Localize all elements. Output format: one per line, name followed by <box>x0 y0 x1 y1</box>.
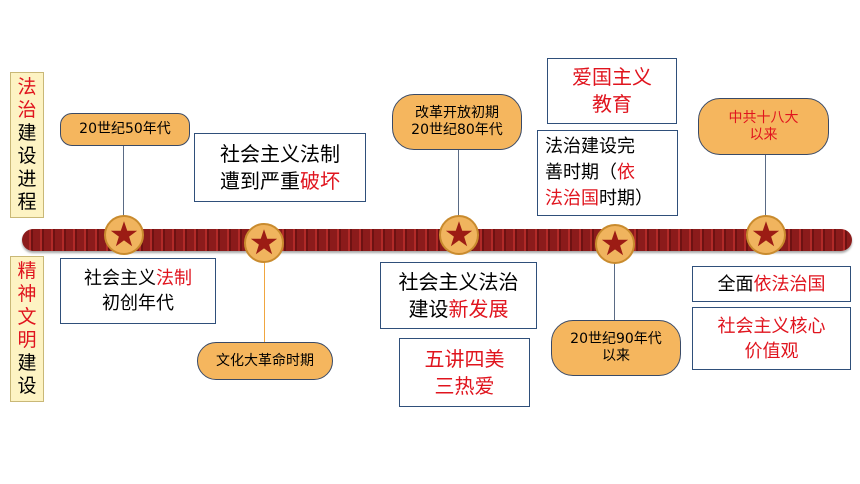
pill-text: 20世纪90年代 <box>570 331 662 347</box>
box-text: 初创年代 <box>102 293 174 314</box>
label-char: 进 <box>17 168 37 190</box>
box-line: 建设新发展 <box>409 296 509 323</box>
box-text-highlight: 依 <box>617 162 635 183</box>
box-line: 法治建设完 <box>545 134 635 160</box>
connector-line <box>614 262 615 320</box>
connector-line <box>123 146 124 216</box>
box-text-highlight: 法治国 <box>545 188 599 209</box>
pill-text: 文化大革命时期 <box>216 352 314 369</box>
box-text: 法治建设完 <box>545 136 635 157</box>
label-char: 设 <box>17 145 37 167</box>
rule-of-law-perfection-box: 法治建设完 善时期（依 法治国时期） <box>537 130 678 216</box>
connector-line <box>765 155 766 216</box>
pill-text: 以来 <box>602 348 630 364</box>
box-line: 初创年代 <box>102 291 174 316</box>
legal-system-founding-box: 社会主义法制 初创年代 <box>60 258 216 324</box>
pill-text: 以来 <box>749 126 778 143</box>
box-line: 三热爱 <box>434 373 495 398</box>
box-line: 社会主义法治 <box>399 269 519 296</box>
period-pill-18th-congress: 中共十八大 以来 <box>698 98 829 155</box>
label-char: 治 <box>17 99 37 121</box>
label-char: 设 <box>17 375 37 397</box>
box-line: 法治国时期） <box>545 186 653 212</box>
label-char: 明 <box>17 329 37 351</box>
label-char: 文 <box>17 306 37 328</box>
label-char: 精 <box>17 260 37 282</box>
period-pill-reform: 改革开放初期 20世纪80年代 <box>392 94 522 150</box>
pill-text: 20世纪80年代 <box>411 122 503 138</box>
star-icon <box>439 215 479 255</box>
label-char: 建 <box>17 122 37 144</box>
box-line: 遭到严重破坏 <box>220 168 340 195</box>
star-icon <box>104 215 144 255</box>
box-text: 社会主义法制 <box>220 141 340 166</box>
box-line: 社会主义法制 <box>84 266 192 291</box>
connector-line <box>458 150 459 216</box>
box-line: 价值观 <box>744 340 799 362</box>
pill-text: 改革开放初期 <box>415 105 499 121</box>
rule-of-law-new-development-box: 社会主义法治 建设新发展 <box>380 262 537 329</box>
box-line: 爱国主义 <box>572 65 652 89</box>
box-line: 善时期（依 <box>545 160 635 186</box>
box-text-highlight: 新发展 <box>448 296 509 321</box>
box-text: 善时期（ <box>545 162 617 183</box>
period-pill-1950s: 20世纪50年代 <box>60 113 190 146</box>
pill-text: 中共十八大 <box>728 109 799 126</box>
star-icon <box>244 223 284 263</box>
connector-line <box>264 262 265 342</box>
box-line: 全面依法治国 <box>718 271 826 298</box>
box-line: 社会主义法制 <box>220 141 340 168</box>
label-char: 建 <box>17 352 37 374</box>
core-values-box: 社会主义核心 价值观 <box>692 307 851 370</box>
box-text: 全面 <box>717 273 754 295</box>
label-char: 程 <box>17 191 37 213</box>
box-text: 建设 <box>408 296 449 321</box>
box-text-highlight: 法制 <box>156 268 192 289</box>
patriotic-education-box: 爱国主义 教育 <box>547 58 677 124</box>
label-char: 神 <box>17 283 37 305</box>
spiritual-civilization-label: 精 神 文 明 建 设 <box>10 256 44 402</box>
star-icon <box>595 224 635 264</box>
period-pill-cultural-revolution: 文化大革命时期 <box>197 342 333 380</box>
legal-system-destroyed-box: 社会主义法制 遭到严重破坏 <box>194 133 366 202</box>
label-char: 法 <box>17 76 37 98</box>
box-text: 遭到严重 <box>220 168 300 193</box>
star-icon <box>746 215 786 255</box>
box-text-highlight: 依法治国 <box>753 273 826 295</box>
period-pill-1990s: 20世纪90年代 以来 <box>551 320 681 376</box>
box-line: 教育 <box>592 92 632 116</box>
box-text: 时期） <box>599 188 653 209</box>
comprehensive-rule-of-law-box: 全面依法治国 <box>692 266 851 302</box>
rule-of-law-progress-label: 法 治 建 设 进 程 <box>10 72 44 218</box>
box-text-highlight: 破坏 <box>300 168 340 193</box>
pill-text: 20世纪50年代 <box>79 121 171 137</box>
box-text: 社会主义法治 <box>398 269 519 294</box>
timeline-bar <box>22 229 852 251</box>
five-stresses-box: 五讲四美 三热爱 <box>399 338 530 407</box>
box-line: 五讲四美 <box>424 346 505 371</box>
box-line: 社会主义核心 <box>717 315 826 337</box>
box-text: 社会主义 <box>84 268 156 289</box>
